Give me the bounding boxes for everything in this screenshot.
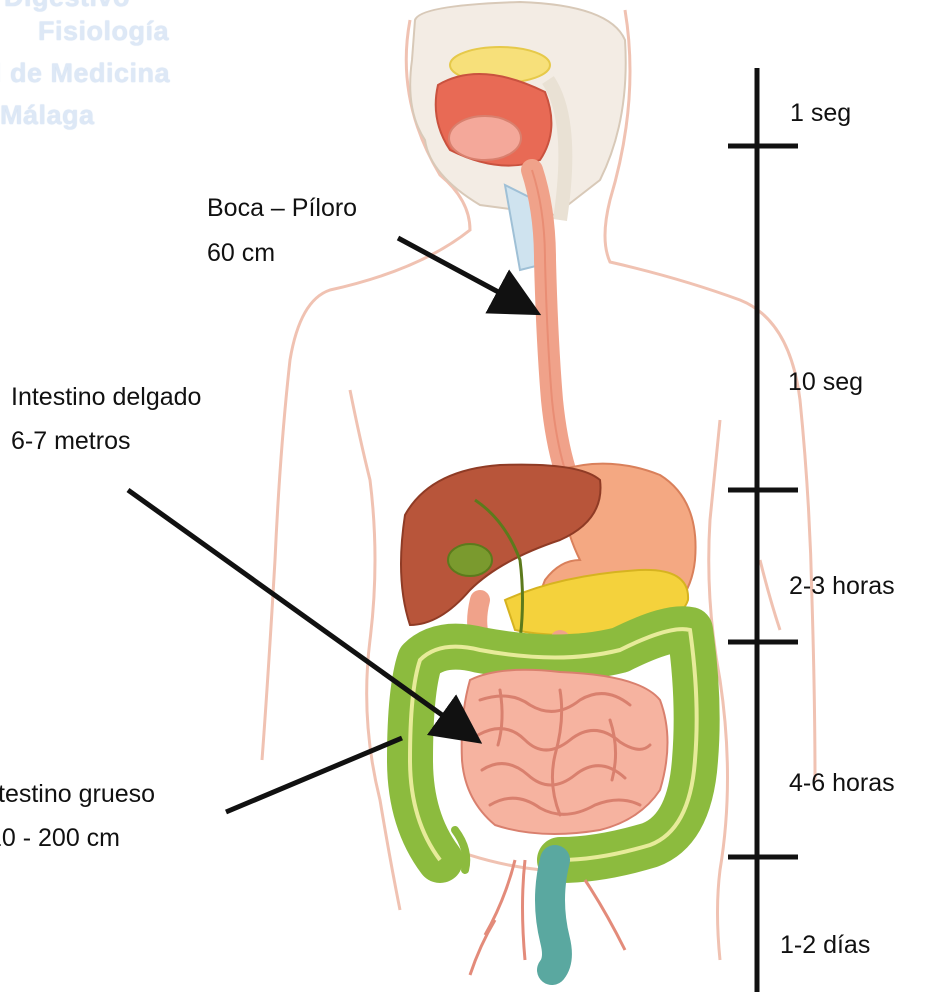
- label-boca-piloro-line1: Boca – Píloro: [207, 196, 357, 221]
- gallbladder: [448, 544, 492, 576]
- timeline-label-4: 4-6 horas: [789, 771, 895, 796]
- timeline-label-5: 1-2 días: [780, 933, 870, 958]
- label-intestino-delgado-line1: Intestino delgado: [11, 385, 201, 410]
- small-intestine: [462, 670, 668, 834]
- head: [410, 2, 626, 270]
- timeline-label-1: 1 seg: [790, 101, 851, 126]
- label-intestino-grueso-line2: 10 - 200 cm: [0, 826, 120, 851]
- arrow-boca-piloro: [398, 238, 528, 308]
- label-boca-piloro-line2: 60 cm: [207, 241, 275, 266]
- timeline-label-2: 10 seg: [788, 370, 863, 395]
- timeline-scale: [728, 68, 798, 992]
- rectum: [550, 860, 557, 970]
- label-intestino-delgado-line2: 6-7 metros: [11, 429, 130, 454]
- timeline-label-3: 2-3 horas: [789, 574, 895, 599]
- label-intestino-grueso-line1: testino grueso: [0, 782, 155, 807]
